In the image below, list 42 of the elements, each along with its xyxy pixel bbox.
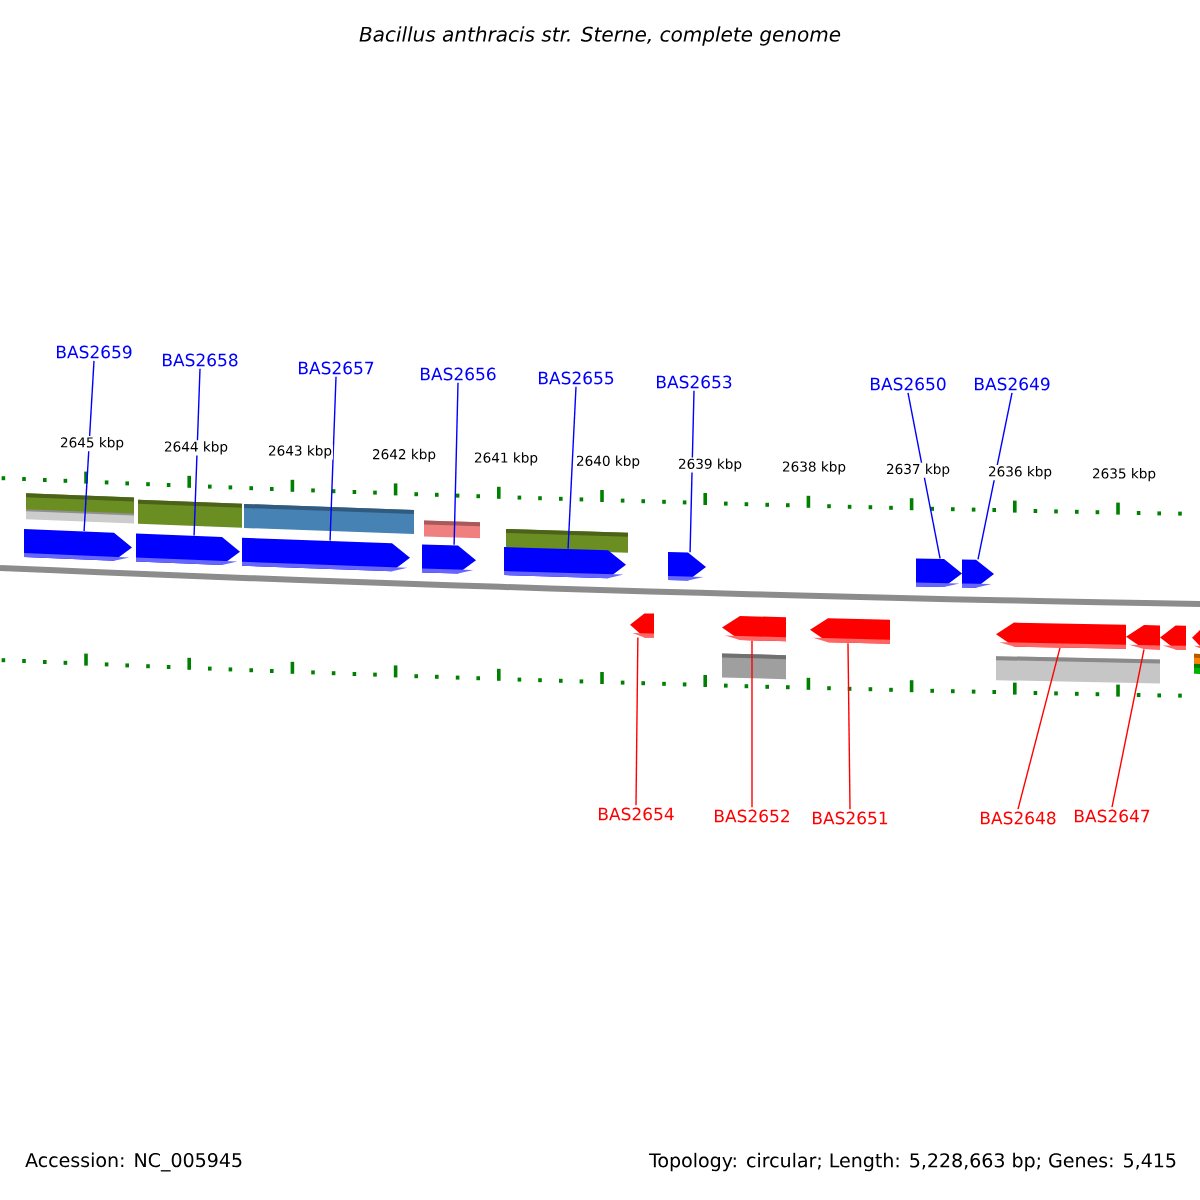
leader-line [751,640,753,808]
leader-line [1017,647,1061,810]
gene-label: BAS2658 [163,353,238,367]
accession-text: Accession: NC_005945 [25,1152,242,1172]
gene-feature [1160,625,1186,650]
gene-feature [630,613,654,638]
gene-feature [668,552,706,581]
gene-label: BAS2653 [657,375,732,389]
gene-feature [422,544,476,574]
gene-feature [962,559,994,588]
gene-feature [242,537,410,572]
gene-feature [916,558,962,587]
gene-label: BAS2648 [981,811,1056,825]
leader-line [329,376,337,542]
gene-feature [1126,625,1160,650]
gene-label: BAS2657 [299,361,374,375]
leader-line [83,360,95,532]
gene-feature [136,533,240,565]
leader-line [689,390,695,553]
leader-line [907,392,941,560]
leader-line [193,368,201,537]
gene-label: BAS2652 [715,809,789,823]
gene-label: BAS2649 [975,377,1050,391]
gene-feature [1192,626,1200,651]
genome-summary-text: Topology: circular; Length: 5,228,663 bp; Genes: 5,415 [648,1152,1176,1172]
leader-line [567,386,577,550]
leader-line [635,636,639,806]
gene-label: BAS2656 [421,367,496,381]
title: Bacillus anthracis str. Sterne, complete genome [359,26,841,46]
leader-line [453,382,459,546]
gene-label: BAS2651 [813,811,888,825]
gene-feature [24,529,132,561]
gene-label: BAS2650 [871,377,946,391]
gene-feature [722,616,786,642]
leader-line [977,392,1013,561]
gene-label: BAS2659 [57,345,132,359]
gene-label: BAS2647 [1075,809,1150,823]
gene-feature [810,618,890,644]
leader-line [847,642,851,810]
gene-label: BAS2654 [599,807,674,821]
gene-feature [504,547,626,579]
gene-label: BAS2655 [539,371,614,385]
